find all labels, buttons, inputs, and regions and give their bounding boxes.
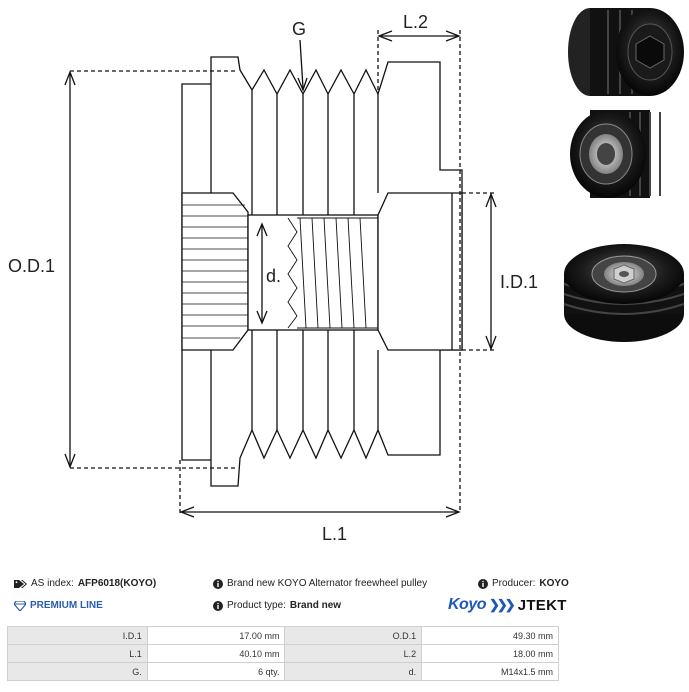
label-od1: O.D.1: [8, 256, 55, 276]
label-l2: L.2: [403, 12, 428, 32]
dimension-extension-lines: [70, 30, 496, 513]
pulley-technical-drawing: G L.2 O.D.1 d. I.D.1 L.1: [8, 12, 538, 544]
as-index-label: AS index:: [31, 578, 74, 589]
as-index-value: AFP6018(KOYO): [77, 578, 157, 589]
description-text: Brand new KOYO Alternator freewheel pull…: [227, 578, 428, 589]
groove-lines-bottom: [251, 330, 379, 430]
table-row: L.1 40.10 mm L.2 18.00 mm: [7, 644, 559, 663]
tags-icon: [14, 579, 27, 588]
groove-lines-top: [251, 90, 379, 215]
spec-label: d.: [284, 662, 423, 681]
product-photos: [563, 8, 685, 342]
info-icon: [213, 578, 223, 589]
product-type-row: Product type: Brand new: [213, 600, 341, 611]
producer-label: Producer:: [492, 578, 536, 589]
right-hub: [377, 192, 463, 351]
d-dimension: [256, 222, 268, 325]
pulley-angled-view-photo: [563, 244, 685, 342]
spec-value: 6 qty.: [146, 662, 286, 681]
id1-dimension: [485, 192, 497, 351]
table-row: G. 6 qty. d. M14x1.5 mm: [7, 662, 559, 681]
spec-value: 49.30 mm: [421, 626, 559, 645]
g-leader: [297, 39, 308, 92]
premium-line-label: PREMIUM LINE: [30, 600, 103, 611]
specs-table: I.D.1 17.00 mm O.D.1 49.30 mm L.1 40.10 …: [7, 626, 559, 681]
l2-dimension: [377, 30, 461, 42]
diamond-icon: [14, 600, 26, 611]
product-type-label: Product type:: [227, 600, 286, 611]
label-id1: I.D.1: [500, 272, 538, 292]
spec-label: I.D.1: [7, 626, 148, 645]
pulley-front-view-photo: [568, 8, 684, 96]
producer-value: KOYO: [539, 578, 569, 589]
info-icon: [478, 578, 488, 589]
spec-label: O.D.1: [284, 626, 423, 645]
logo-jtekt: JTEKT: [517, 596, 567, 614]
as-index-row: AS index: AFP6018(KOYO): [14, 578, 156, 589]
spec-label: G.: [7, 662, 148, 681]
od1-dimension: [64, 70, 76, 469]
product-info: AS index: AFP6018(KOYO) Brand new KOYO A…: [0, 572, 689, 622]
producer-row: Producer: KOYO: [478, 578, 569, 589]
table-row: I.D.1 17.00 mm O.D.1 49.30 mm: [7, 626, 559, 645]
spec-label: L.1: [7, 644, 148, 663]
l1-dimension: [179, 506, 461, 518]
koyo-jtekt-logo: Koyo ❯❯❯ JTEKT: [448, 596, 567, 614]
product-type-value: Brand new: [289, 600, 342, 611]
logo-koyo: Koyo: [448, 596, 487, 613]
spec-value: 40.10 mm: [146, 644, 286, 663]
pulley-rear-view-photo: [570, 110, 661, 198]
knurled-hub: [181, 192, 249, 351]
spec-label: L.2: [284, 644, 423, 663]
knurl-lines: [182, 204, 248, 339]
spec-value: M14x1.5 mm: [421, 662, 559, 681]
spec-value: 17.00 mm: [146, 626, 286, 645]
spec-value: 18.00 mm: [421, 644, 559, 663]
label-g: G: [292, 19, 306, 39]
info-icon: [213, 600, 223, 611]
label-d: d.: [266, 266, 281, 286]
description-row: Brand new KOYO Alternator freewheel pull…: [213, 578, 427, 589]
thread: [287, 217, 378, 329]
logo-chevrons: ❯❯❯: [489, 597, 516, 612]
label-l1: L.1: [322, 524, 347, 544]
premium-line-row: PREMIUM LINE: [14, 600, 103, 611]
